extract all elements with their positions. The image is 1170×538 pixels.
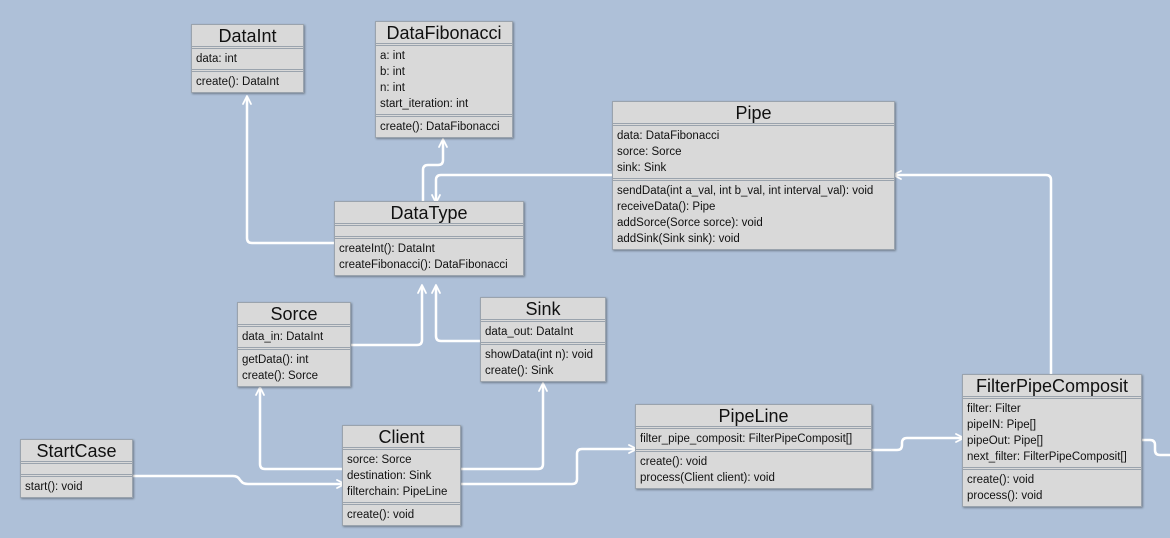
- arrowhead-sorce: [255, 386, 265, 396]
- methods-section: create(): DataInt: [192, 72, 303, 92]
- attribute-row: start_iteration: int: [380, 98, 469, 110]
- attribute-row: next_filter: FilterPipeComposit[]: [967, 451, 1127, 463]
- connector-client-to-sink: [459, 383, 545, 471]
- class-client[interactable]: Client sorce: Sorce destination: Sink filt…: [342, 425, 461, 526]
- method-row: receiveData(): Pipe: [617, 201, 716, 213]
- methods-section: create(): void process(): void: [963, 470, 1141, 506]
- method-row: create(): Sorce: [242, 370, 319, 382]
- class-sorce[interactable]: Sorce data_in: DataInt getData(): int cre…: [237, 302, 351, 387]
- attribute-row: filter_pipe_composit: FilterPipeComposit…: [640, 433, 853, 445]
- attribute-row: sink: Sink: [617, 162, 667, 174]
- methods-section: start(): void: [21, 477, 132, 497]
- attribute-row: a: int: [380, 50, 405, 62]
- attribute-row: filter: Filter: [967, 403, 1021, 415]
- method-row: sendData(int a_val, int b_val, int inter…: [617, 185, 874, 197]
- method-row: create(): DataInt: [196, 76, 280, 88]
- connector-datatype-to-datafibonacci: [421, 139, 445, 203]
- connector-client-to-sorce: [258, 387, 345, 471]
- arrowhead-dataint: [242, 95, 252, 105]
- attribute-row: filterchain: PipeLine: [347, 486, 448, 498]
- attribute-row: n: int: [380, 82, 405, 94]
- method-row: addSink(Sink sink): void: [617, 233, 740, 245]
- class-title: FilterPipeComposit: [963, 375, 1141, 399]
- connector-filterpipecomposit-to-pipe: [893, 173, 1053, 378]
- methods-section: getData(): int create(): Sorce: [238, 350, 350, 386]
- class-title: Sink: [481, 298, 605, 322]
- method-row: getData(): int: [242, 354, 309, 366]
- attribute-row: pipeIN: Pipe[]: [967, 419, 1037, 431]
- attributes-section: data: int: [192, 49, 303, 72]
- class-pipeline[interactable]: PipeLine filter_pipe_composit: FilterPip…: [635, 404, 872, 489]
- connector-pipe-to-datatype: [434, 173, 614, 203]
- attribute-row: data: int: [196, 53, 237, 65]
- connector-client-to-pipeline: [459, 447, 637, 486]
- class-pipe[interactable]: Pipe data: DataFibonacci sorce: Sorce sink…: [612, 101, 895, 250]
- attribute-row: b: int: [380, 66, 405, 78]
- class-filterpipecomposit[interactable]: FilterPipeComposit filter: Filter pipeIN:…: [962, 374, 1142, 507]
- connector-pipeline-to-filterpipecomposit: [869, 436, 964, 452]
- attributes-section: data: DataFibonacci sorce: Sorce sink: Sin…: [613, 126, 894, 181]
- attributes-section: [335, 226, 523, 239]
- method-row: createInt(): DataInt: [339, 243, 435, 255]
- class-title: Pipe: [613, 102, 894, 126]
- arrowhead-datatype-from-sink: [431, 284, 441, 294]
- class-datatype[interactable]: DataType createInt(): DataInt createFibon…: [334, 201, 524, 276]
- class-title: DataInt: [192, 25, 303, 49]
- method-row: showData(int n): void: [485, 349, 594, 361]
- method-row: createFibonacci(): DataFibonacci: [339, 259, 508, 271]
- arrowhead-sink: [538, 382, 548, 392]
- connector-datatype-to-dataint: [245, 96, 337, 245]
- class-title: DataType: [335, 202, 523, 226]
- class-dataint[interactable]: DataInt data: int create(): DataInt: [191, 24, 304, 93]
- class-datafibonacci[interactable]: DataFibonacci a: int b: int n: int start_it…: [375, 21, 513, 138]
- attributes-section: data_in: DataInt: [238, 327, 350, 350]
- connector-sorce-to-datatype: [348, 285, 424, 347]
- connector-sink-to-datatype: [434, 285, 483, 343]
- class-title: PipeLine: [636, 405, 871, 429]
- attributes-section: sorce: Sorce destination: Sink filterchain…: [343, 450, 460, 505]
- methods-section: sendData(int a_val, int b_val, int inter…: [613, 181, 894, 249]
- methods-section: create(): DataFibonacci: [376, 117, 512, 137]
- method-row: create(): void: [967, 474, 1035, 486]
- methods-section: showData(int n): void create(): Sink: [481, 345, 605, 381]
- attributes-section: [21, 464, 132, 477]
- attributes-section: a: int b: int n: int start_iteration: int: [376, 46, 512, 117]
- methods-section: createInt(): DataInt createFibonacci(): D…: [335, 239, 523, 275]
- method-row: start(): void: [25, 481, 83, 493]
- class-sink[interactable]: Sink data_out: DataInt showData(int n): …: [480, 297, 606, 382]
- methods-section: create(): void: [343, 505, 460, 525]
- attribute-row: data: DataFibonacci: [617, 130, 720, 142]
- class-title: StartCase: [21, 440, 132, 464]
- class-title: Client: [343, 426, 460, 450]
- method-row: addSorce(Sorce sorce): void: [617, 217, 763, 229]
- attribute-row: data_out: DataInt: [485, 326, 574, 338]
- attribute-row: data_in: DataInt: [242, 331, 324, 343]
- attribute-row: sorce: Sorce: [347, 454, 412, 466]
- attributes-section: filter: Filter pipeIN: Pipe[] pipeOut: Pip…: [963, 399, 1141, 470]
- attributes-section: filter_pipe_composit: FilterPipeComposit…: [636, 429, 871, 452]
- method-row: process(Client client): void: [640, 472, 775, 484]
- arrowhead-datafibonacci: [438, 138, 448, 148]
- connector-filterpipecomposit-offscreen: [1139, 438, 1170, 457]
- method-row: create(): void: [640, 456, 708, 468]
- connector-startcase-to-client: [131, 474, 345, 486]
- attribute-row: pipeOut: Pipe[]: [967, 435, 1044, 447]
- class-startcase[interactable]: StartCase start(): void: [20, 439, 133, 498]
- class-title: Sorce: [238, 303, 350, 327]
- attribute-row: sorce: Sorce: [617, 146, 682, 158]
- attribute-row: destination: Sink: [347, 470, 432, 482]
- attributes-section: data_out: DataInt: [481, 322, 605, 345]
- class-title: DataFibonacci: [376, 22, 512, 46]
- method-row: create(): void: [347, 509, 415, 521]
- method-row: create(): Sink: [485, 365, 554, 377]
- arrowhead-datatype-from-sorce: [417, 284, 427, 294]
- methods-section: create(): void process(Client client): vo…: [636, 452, 871, 488]
- method-row: create(): DataFibonacci: [380, 121, 500, 133]
- method-row: process(): void: [967, 490, 1043, 502]
